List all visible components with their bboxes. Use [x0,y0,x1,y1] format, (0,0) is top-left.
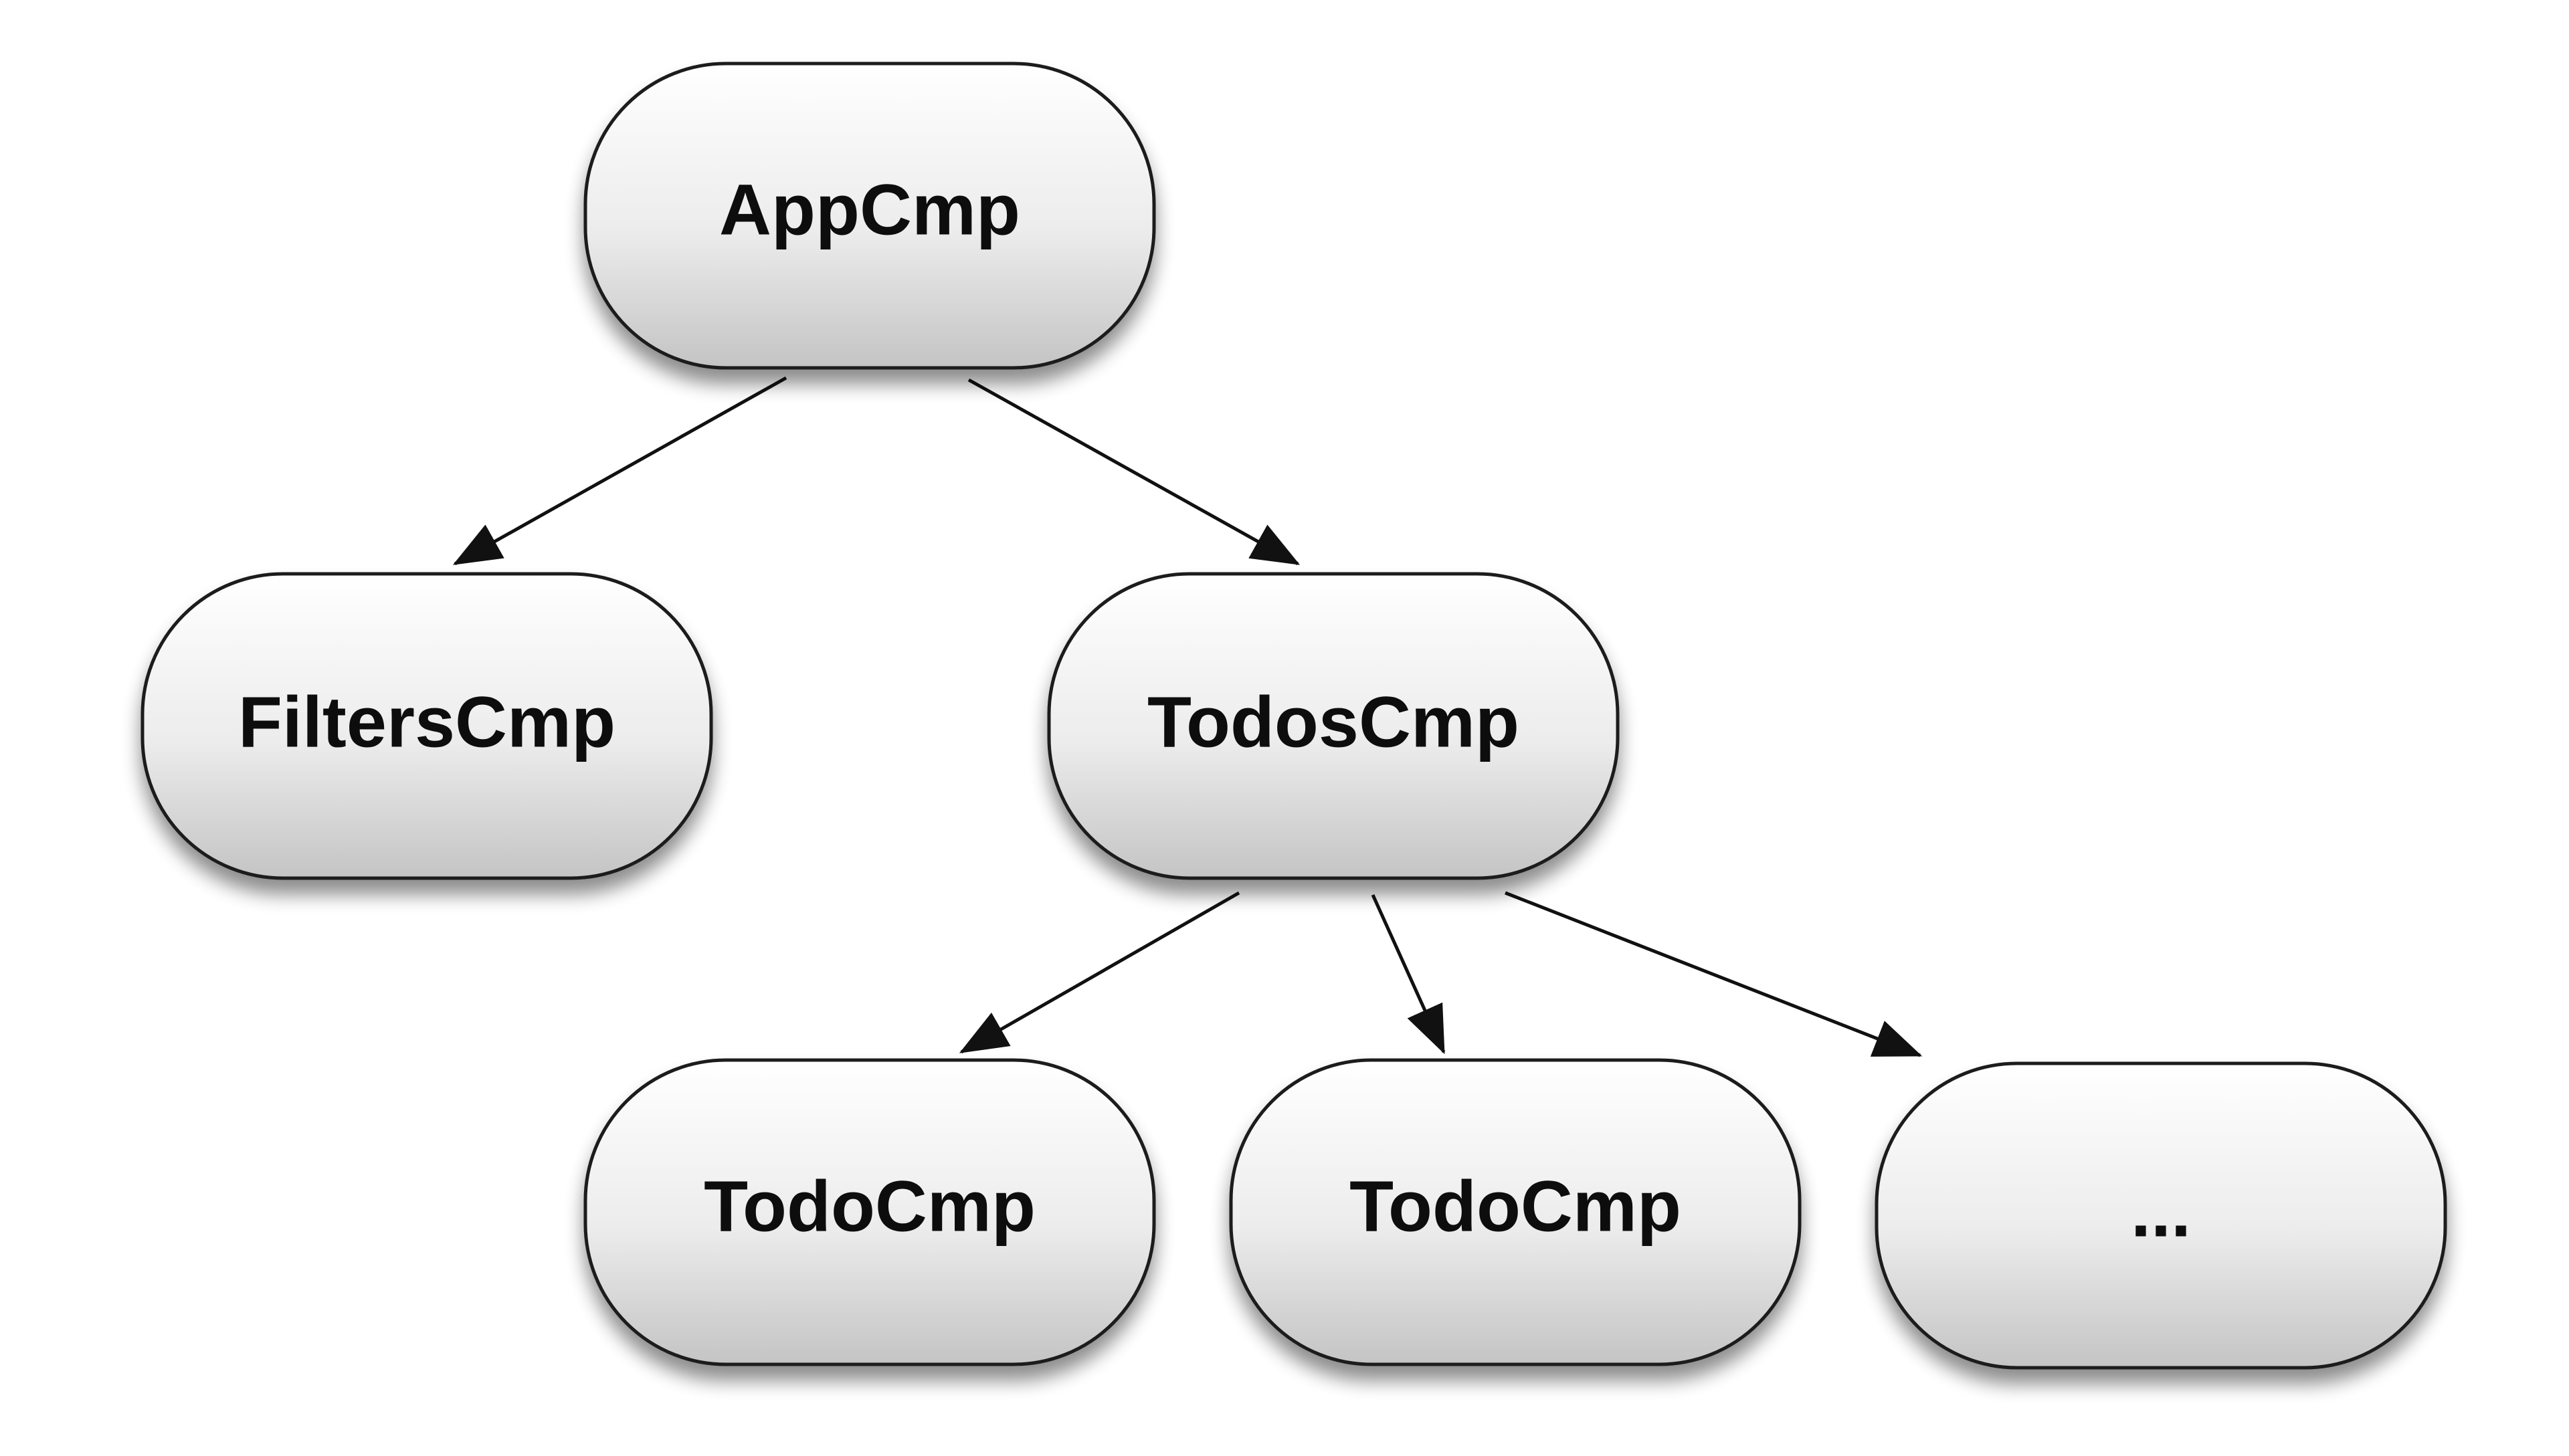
node-todoscmp: TodosCmp [1047,572,1620,880]
node-label: ... [2131,1171,2191,1252]
node-filterscmp: FiltersCmp [140,572,713,880]
node-label: FiltersCmp [238,682,615,762]
edge-todos-to-more [1505,891,1923,1057]
edge-app-to-filters [452,376,787,566]
node-todocmp-1: TodoCmp [583,1058,1156,1366]
edge-app-to-todos [967,378,1301,566]
edge-todos-to-todo1 [959,891,1240,1054]
node-more: ... [1875,1061,2447,1370]
edge-todos-to-todo2 [1371,894,1446,1055]
node-todocmp-2: TodoCmp [1229,1058,1802,1366]
node-label: TodoCmp [704,1166,1036,1247]
node-label: TodosCmp [1147,682,1519,762]
node-label: TodoCmp [1349,1166,1681,1247]
node-label: AppCmp [719,169,1020,250]
edges [452,376,1923,1057]
node-appcmp: AppCmp [583,62,1156,370]
